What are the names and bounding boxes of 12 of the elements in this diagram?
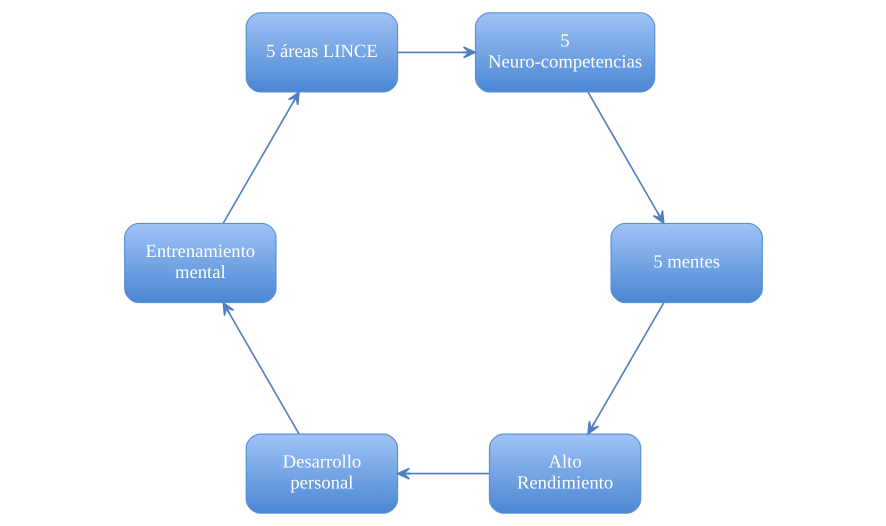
node-box: Alto Rendimiento [488,433,641,514]
arrow [586,302,664,435]
arrow [396,468,489,480]
node-box: 5 mentes [610,222,762,304]
arrow [222,302,300,434]
arrow [397,46,476,58]
arrow [586,92,664,224]
arrow [222,91,300,224]
node-box: 5 Neuro-competencias [474,12,655,93]
node-box: Entrenamiento mental [124,222,276,304]
node-box: 5 áreas LINCE [245,12,398,93]
node-box: Desarrollo personal [245,433,398,514]
